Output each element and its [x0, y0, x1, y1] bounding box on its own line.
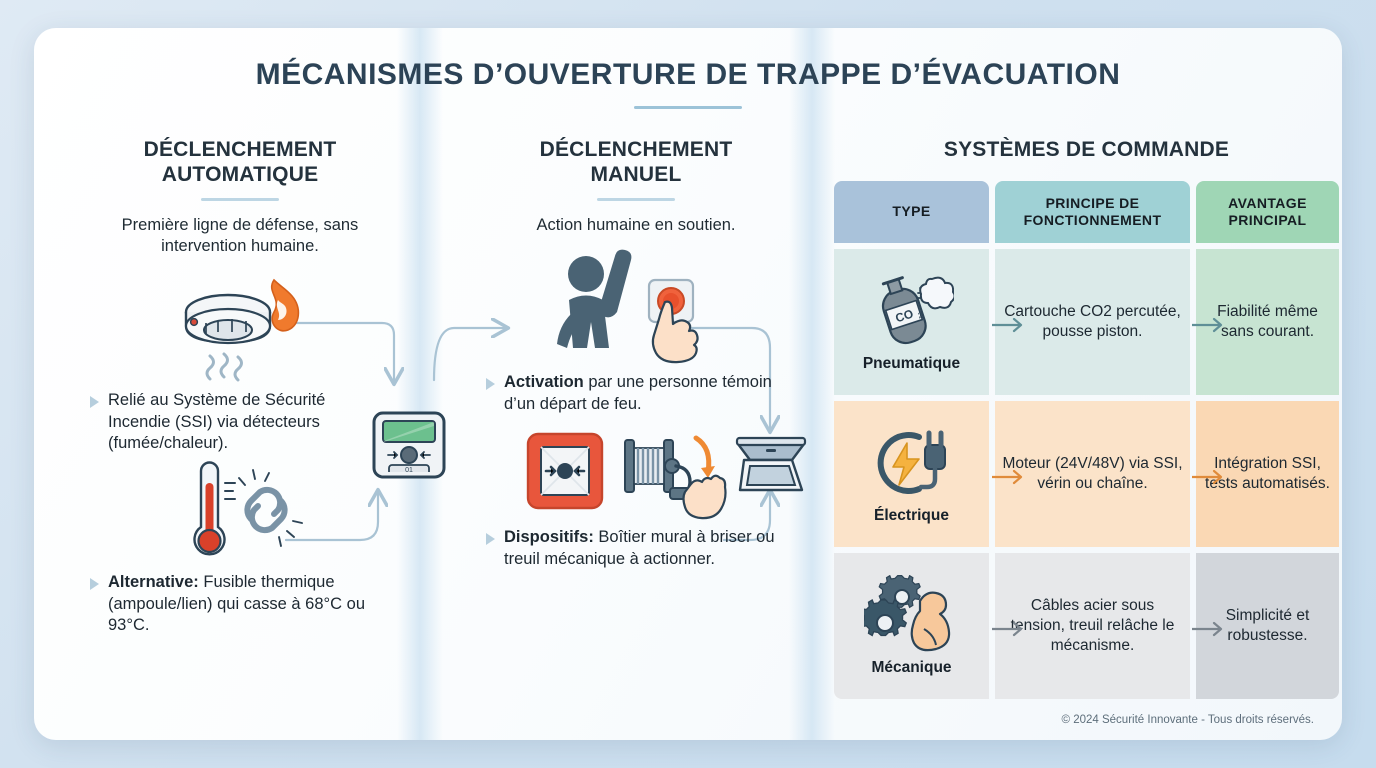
- principle-text: Cartouche CO2 percutée, pousse piston.: [1004, 302, 1181, 340]
- cell-principle-pneumatique: Cartouche CO2 percutée, pousse piston.: [995, 248, 1190, 395]
- row-arrow-2b: [1192, 469, 1223, 484]
- heading-line-2: AUTOMATIQUE: [161, 162, 319, 186]
- column-separator-2: [789, 28, 835, 740]
- table-header-principle: PRINCIPE DE FONCTIONNEMENT: [995, 180, 1190, 243]
- ssi-control-panel-icon: 01: [371, 410, 447, 480]
- bullet-triangle-icon: [486, 378, 495, 391]
- row-arrow-1b: [1192, 317, 1223, 332]
- bullet-automatic-1-text: Relié au Système de Sécurité Incendie (S…: [108, 391, 326, 452]
- column-automatic-heading: DÉCLENCHEMENT AUTOMATIQUE: [90, 138, 390, 188]
- open-roof-hatch-icon: [734, 432, 808, 496]
- bullet-manual-1: Activation par une personne témoin d’un …: [486, 372, 786, 415]
- column-automatic-divider: [201, 197, 279, 201]
- table-header-type: TYPE: [834, 180, 989, 243]
- bullet-triangle-icon: [486, 533, 495, 546]
- column-automatic-subtitle: Première ligne de défense, sans interven…: [121, 215, 359, 256]
- break-glass-winch-icon: [486, 425, 786, 525]
- smoke-detector-flame-icon: [90, 266, 390, 388]
- bullet-triangle-icon: [90, 578, 99, 591]
- table-row-pneumatique: CO 2 Pneumatique: [834, 248, 1339, 395]
- bullet-automatic-2-text: Fusible thermique (ampoule/lien) qui cas…: [108, 573, 365, 635]
- heading-line-1: DÉCLENCHEMENT: [539, 138, 733, 161]
- advantage-text: Fiabilité même sans courant.: [1217, 302, 1318, 340]
- thermometer-fusible-link-icon: [90, 458, 390, 570]
- bullet-triangle-icon: [90, 396, 99, 409]
- title-divider: [634, 106, 742, 109]
- column-systems: SYSTÈMES DE COMMANDE TYPE PRINCIPE DE FO…: [834, 138, 1339, 699]
- table-header-advantage: AVANTAGE PRINCIPAL: [1196, 180, 1339, 243]
- cell-principle-mecanique: Câbles acier sous tension, treuil relâch…: [995, 552, 1190, 699]
- person-pressing-button-icon: [486, 242, 786, 372]
- row-arrow-3a: [992, 621, 1023, 636]
- column-automatic: DÉCLENCHEMENT AUTOMATIQUE Première ligne…: [90, 138, 390, 637]
- table-row-electrique: Électrique Moteur (24V/48V) via SSI, vér…: [834, 400, 1339, 547]
- infographic-card: MÉCANISMES D’OUVERTURE DE TRAPPE D’ÉVACU…: [34, 28, 1342, 740]
- bullet-manual-1-text: par une personne témoin d’un départ de f…: [504, 373, 772, 413]
- column-systems-heading: SYSTÈMES DE COMMANDE: [943, 138, 1230, 161]
- principle-text: Câbles acier sous tension, treuil relâch…: [1010, 596, 1175, 654]
- column-manual-subtitle: Action humaine en soutien.: [536, 215, 736, 234]
- table-row: CO 2 Pneumatique: [834, 248, 1339, 395]
- bullet-automatic-2: Alternative: Fusible thermique (ampoule/…: [90, 572, 390, 636]
- page-title: MÉCANISMES D’OUVERTURE DE TRAPPE D’ÉVACU…: [255, 58, 1121, 91]
- footer-copyright: © 2024 Sécurité Innovante - Tous droits …: [1061, 714, 1314, 726]
- cell-principle-electrique: Moteur (24V/48V) via SSI, vérin ou chaîn…: [995, 400, 1190, 547]
- svg-text:01: 01: [405, 467, 413, 474]
- electric-plug-bolt-icon: [877, 430, 946, 494]
- cell-type-mecanique: Mécanique: [834, 552, 989, 699]
- gears-muscle-arm-icon: [863, 574, 950, 651]
- table-row: Électrique Moteur (24V/48V) via SSI, vér…: [834, 400, 1339, 547]
- bullet-manual-2-text: Boîtier mural à briser ou treuil mécaniq…: [504, 528, 775, 568]
- bullet-automatic-2-lead: Alternative:: [108, 573, 199, 592]
- bullet-manual-2: Dispositifs: Boîtier mural à briser ou t…: [486, 527, 786, 570]
- bullet-manual-1-lead: Activation: [504, 373, 584, 392]
- row-arrow-3b: [1192, 621, 1223, 636]
- cell-type-electrique: Électrique: [834, 400, 989, 547]
- column-manual-divider: [597, 197, 675, 201]
- type-label: Mécanique: [871, 658, 952, 676]
- cell-advantage-electrique: Intégration SSI, tests automatisés.: [1196, 400, 1339, 547]
- heading-line-1: DÉCLENCHEMENT: [143, 138, 337, 161]
- svg-text:CO: CO: [893, 306, 914, 325]
- row-arrow-1a: [992, 317, 1023, 332]
- principle-text: Moteur (24V/48V) via SSI, vérin ou chaîn…: [1002, 454, 1183, 492]
- table-header-row: TYPE PRINCIPE DE FONCTIONNEMENT AVANTAGE…: [834, 180, 1339, 243]
- advantage-text: Simplicité et robustesse.: [1225, 606, 1310, 644]
- column-manual: DÉCLENCHEMENT MANUEL Action humaine en s…: [486, 138, 786, 570]
- row-arrow-2a: [992, 469, 1023, 484]
- cell-advantage-pneumatique: Fiabilité même sans courant.: [1196, 248, 1339, 395]
- bullet-automatic-1: Relié au Système de Sécurité Incendie (S…: [90, 390, 390, 454]
- bullet-manual-2-lead: Dispositifs:: [504, 528, 594, 547]
- table-row-mecanique: Mécanique Câbles acier sous tension, tre…: [834, 552, 1339, 699]
- type-label: Pneumatique: [862, 354, 961, 372]
- table-row: Mécanique Câbles acier sous tension, tre…: [834, 552, 1339, 699]
- svg-text:2: 2: [916, 310, 924, 320]
- column-manual-heading: DÉCLENCHEMENT MANUEL: [486, 138, 786, 188]
- heading-line-2: MANUEL: [590, 162, 682, 186]
- cell-type-pneumatique: CO 2 Pneumatique: [834, 248, 989, 395]
- column-separator-1: [397, 28, 443, 740]
- co2-cartridge-icon: CO 2: [881, 275, 954, 344]
- advantage-text: Intégration SSI, tests automatisés.: [1205, 454, 1330, 492]
- cell-advantage-mecanique: Simplicité et robustesse.: [1196, 552, 1339, 699]
- type-label: Électrique: [874, 506, 949, 524]
